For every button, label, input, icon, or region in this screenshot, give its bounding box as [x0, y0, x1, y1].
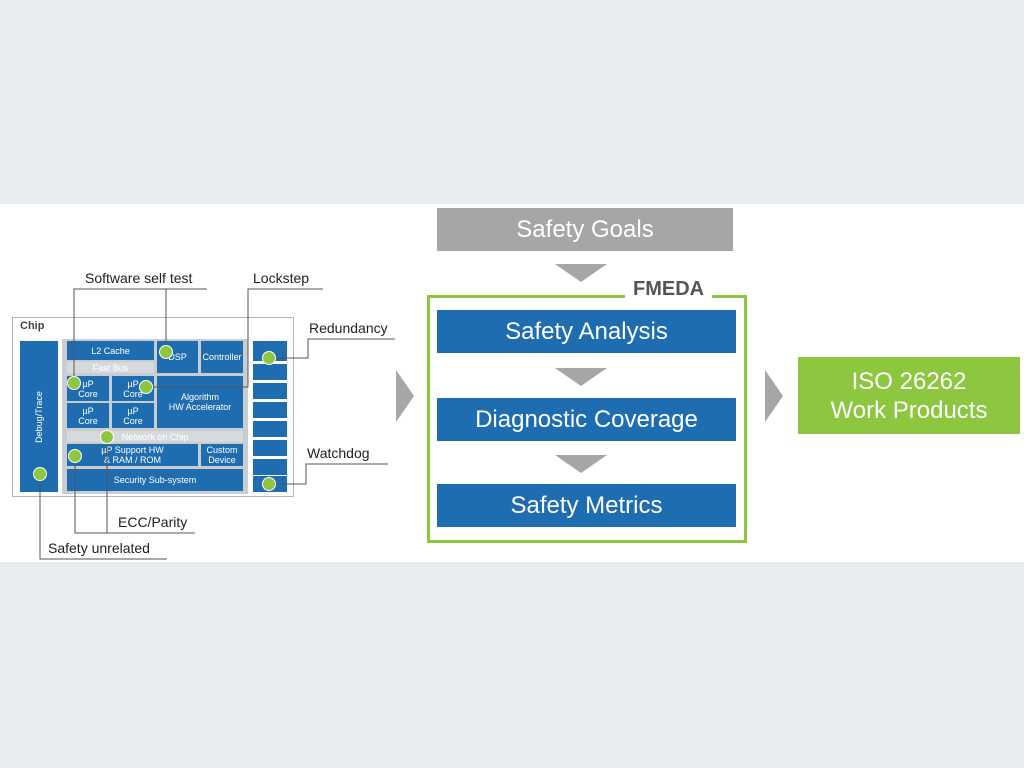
arrow-goals-to-fmeda	[555, 264, 607, 282]
safety-metrics-box: Safety Metrics	[437, 484, 736, 527]
fmeda-title: FMEDA	[625, 276, 713, 302]
line-lockstep	[146, 288, 323, 388]
line-ecc-parity	[74, 456, 195, 534]
arrow-analysis-to-coverage	[555, 368, 607, 386]
debug-trace-block: Debug/Trace	[20, 341, 58, 492]
redundant-block-3	[253, 383, 287, 399]
label-watchdog: Watchdog	[307, 445, 370, 461]
up-core-4: µP Core	[112, 403, 154, 428]
marker-redundancy	[262, 351, 276, 365]
safety-analysis-box: Safety Analysis	[437, 310, 736, 353]
marker-dsp	[159, 345, 173, 359]
line-software-self-test	[73, 288, 207, 383]
line-safety-unrelated	[39, 474, 167, 560]
marker-watchdog	[262, 477, 276, 491]
redundant-block-7	[253, 459, 287, 475]
marker-software-self-test	[67, 376, 81, 390]
arrow-coverage-to-metrics	[555, 455, 607, 473]
label-lockstep: Lockstep	[253, 270, 310, 286]
line-redundancy	[269, 338, 395, 359]
security-subsystem-block: Security Sub-system	[67, 469, 243, 491]
arrow-fmeda-to-iso	[765, 370, 783, 422]
label-ecc-parity: ECC/Parity	[118, 514, 188, 530]
marker-lockstep	[139, 380, 153, 394]
marker-network	[100, 430, 114, 444]
redundant-block-6	[253, 440, 287, 456]
redundant-block-2	[253, 364, 287, 380]
l2-cache-block: L2 Cache	[67, 341, 154, 360]
label-redundancy: Redundancy	[309, 320, 388, 336]
diagnostic-coverage-box: Diagnostic Coverage	[437, 398, 736, 441]
line-watchdog	[269, 463, 388, 485]
iso-work-products-box: ISO 26262 Work Products	[798, 357, 1020, 434]
marker-debug	[33, 467, 47, 481]
fast-bus: Fast Bus	[67, 362, 154, 373]
safety-goals-box: Safety Goals	[437, 208, 733, 251]
marker-ecc-parity	[68, 449, 82, 463]
network-on-chip: Network on Chip	[67, 431, 243, 442]
arrow-chip-to-fmeda	[396, 370, 414, 422]
algorithm-accelerator: Algorithm HW Accelerator	[157, 376, 243, 428]
controller-block: Controller	[201, 341, 243, 373]
label-safety-unrelated: Safety unrelated	[48, 540, 150, 556]
chip-title: Chip	[20, 320, 45, 332]
fmeda-frame	[427, 295, 747, 543]
redundant-block-4	[253, 402, 287, 418]
custom-device-block: Custom Device	[201, 444, 243, 466]
redundant-block-5	[253, 421, 287, 437]
label-software-self-test: Software self test	[85, 270, 193, 286]
up-core-3: µP Core	[67, 403, 109, 428]
